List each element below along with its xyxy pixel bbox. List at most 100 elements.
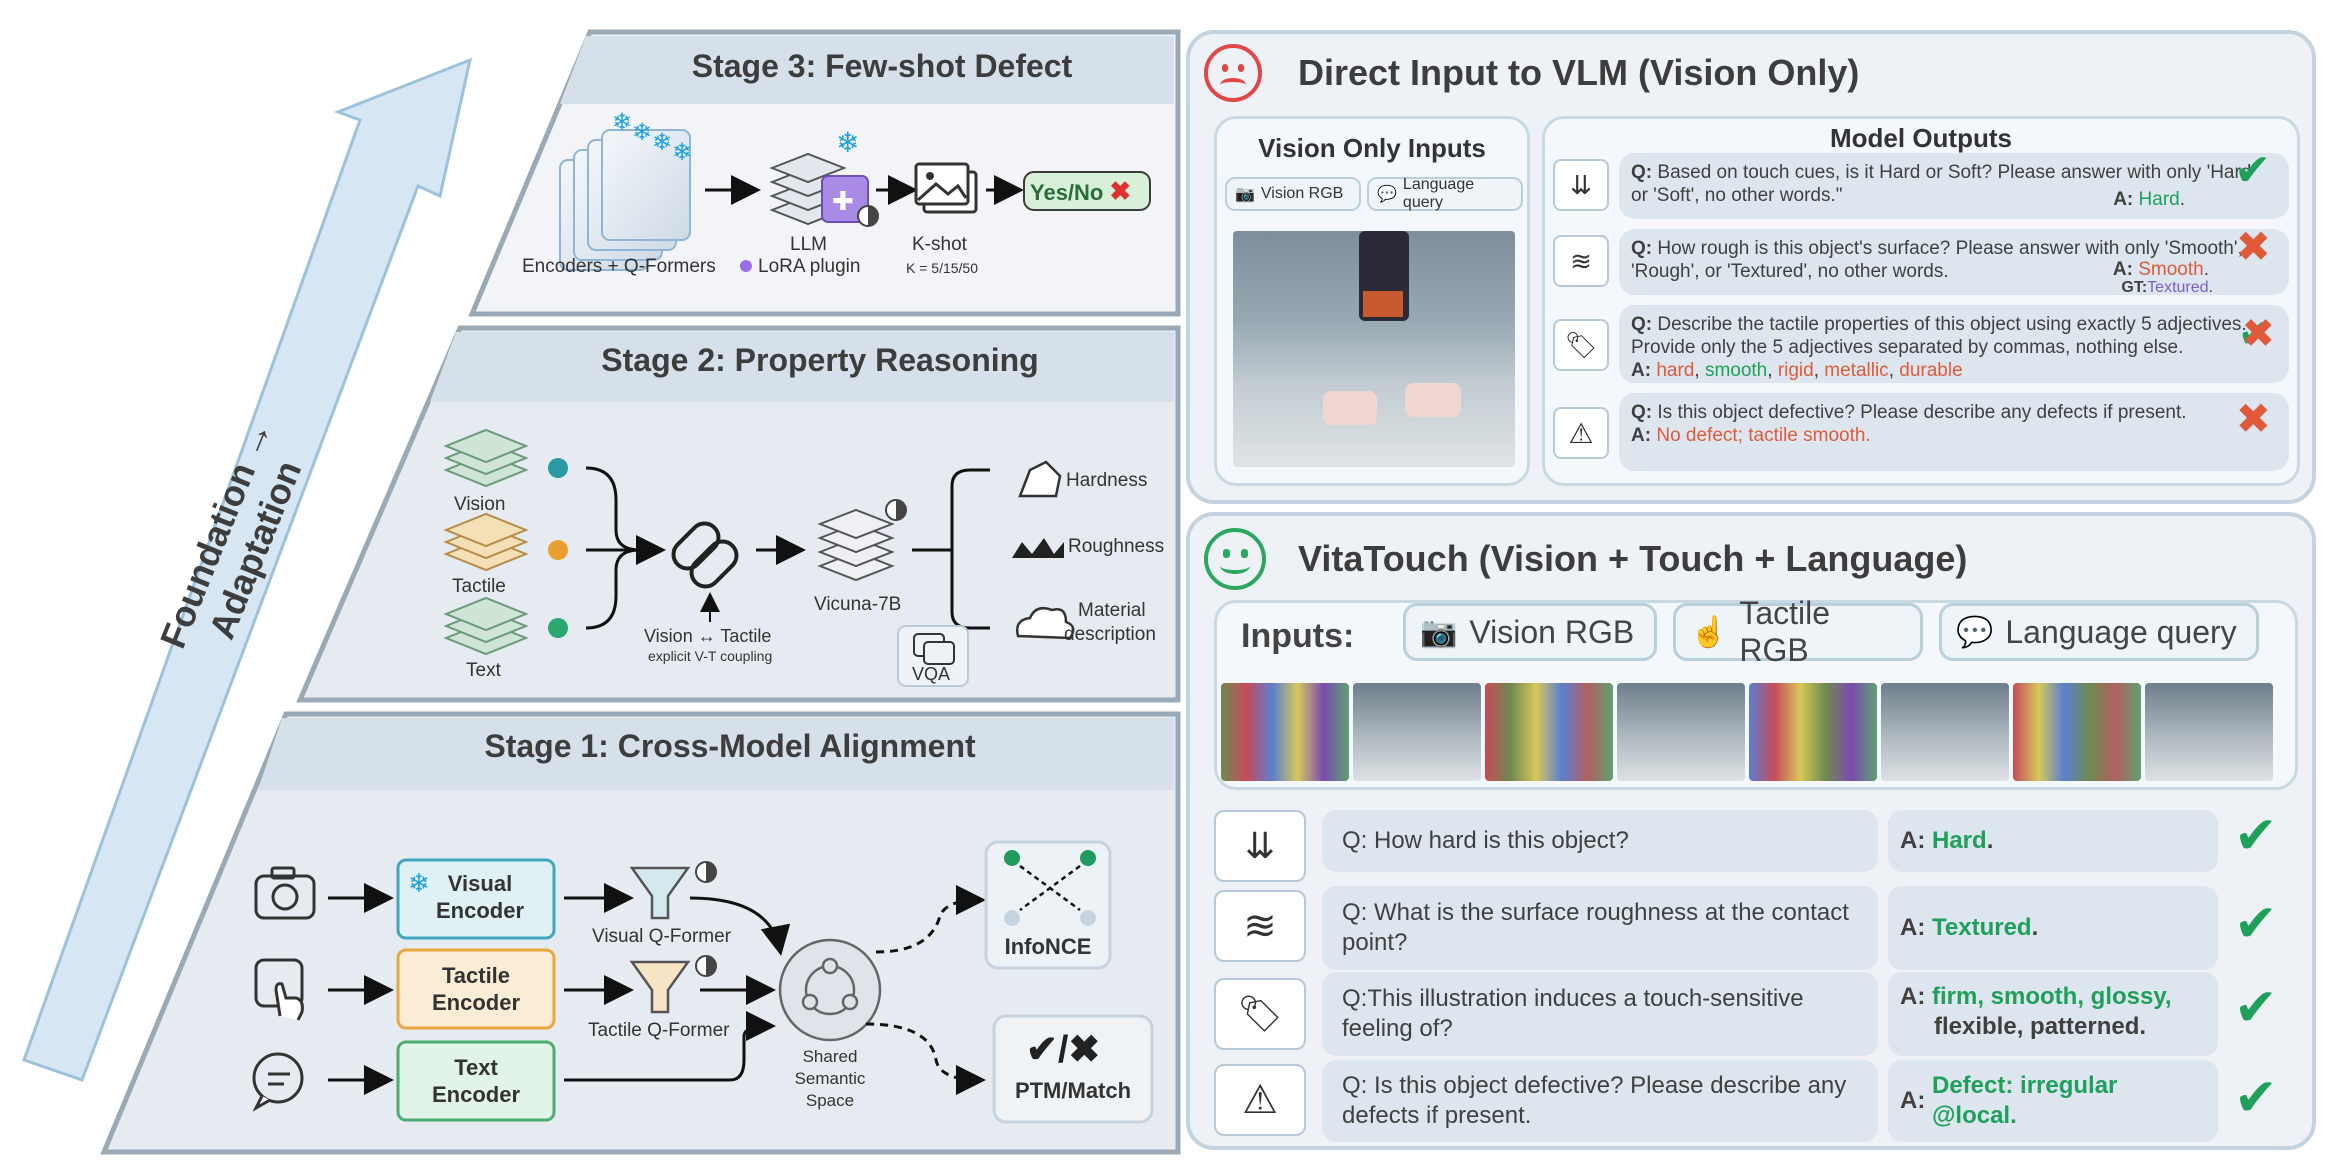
- tactile-funnel-icon: [629, 955, 717, 1014]
- ptm-box: [992, 1014, 1154, 1124]
- answer-end: .: [2031, 914, 2039, 941]
- check-cross-icon: ✔/✖: [1026, 1029, 1100, 1071]
- svg-text:❄: ❄: [612, 109, 632, 136]
- stage2-title: Stage 2: Property Reasoning: [601, 342, 1039, 378]
- lora-label: LoRA plugin: [740, 256, 860, 278]
- answer: A: Smooth.: [2113, 258, 2209, 281]
- vision-rgb-chip: 📷Vision RGB: [1225, 177, 1361, 211]
- lora-label-text: LoRA plugin: [758, 256, 861, 277]
- answer: A: No defect; tactile smooth.: [1631, 424, 2277, 447]
- text-encoder-line2: Encoder: [431, 1082, 521, 1107]
- warning-icon: ⚠: [1214, 1064, 1306, 1136]
- infonce-label: InfoNCE: [1004, 934, 1092, 959]
- tactile-image-3: [1749, 683, 1877, 781]
- shared-line2: Semantic: [794, 1069, 866, 1088]
- question: Is this object defective? Please describ…: [1657, 402, 2187, 423]
- answer-word: Hard: [2138, 189, 2180, 210]
- vlm-panel: Direct Input to VLM (Vision Only) Vision…: [1186, 30, 2316, 504]
- vqa-chat-icon: [913, 633, 955, 665]
- press-icon: ⇊: [1214, 810, 1306, 882]
- question: Based on touch cues, is it Hard or Soft?…: [1631, 162, 2255, 206]
- tactile-rgb-chip: ☝ Tactile RGB: [1673, 595, 1923, 668]
- tactile-qformer-label: Tactile Q-Former: [588, 1020, 730, 1041]
- inputs-box: Inputs: 📷Vision RGB ☝Tactile RGB 💬Langua…: [1214, 595, 2298, 790]
- a-prefix: A:: [1631, 425, 1652, 446]
- answer-text: No defect; tactile smooth.: [1656, 425, 1871, 446]
- vita-answer-2: A: Textured.: [1888, 886, 2218, 970]
- progress-arrow: [22, 57, 473, 1082]
- vision-inputs-box: Vision Only Inputs 📷Vision RGB 💬Language…: [1214, 116, 1530, 486]
- chat-bubble-icon: 💬: [1377, 186, 1397, 203]
- vita-question-4: Q: Is this object defective? Please desc…: [1322, 1060, 1878, 1142]
- touch-icon: [254, 958, 304, 1021]
- text-encoder-box: [396, 1040, 556, 1122]
- model-outputs-title: Model Outputs: [1830, 123, 2012, 153]
- stage1-block: [100, 711, 1181, 1155]
- vision-inputs-title: Vision Only Inputs: [1258, 133, 1486, 163]
- text-layers-icon: [443, 596, 529, 656]
- ground-truth: GT:Textured.: [2121, 276, 2213, 299]
- check-icon: ✔: [2234, 146, 2271, 195]
- tactile-image-4: [2013, 683, 2141, 781]
- svg-text:❄: ❄: [836, 127, 859, 158]
- tag-icon: 🏷: [1553, 319, 1609, 371]
- answer-end: .: [2179, 189, 2185, 210]
- tactile-rgb-label: Tactile RGB: [1739, 595, 1831, 668]
- question: Describe the tactile properties of this …: [1631, 314, 2247, 358]
- svg-text:❄: ❄: [632, 119, 652, 146]
- camera-icon: [254, 866, 316, 920]
- gt-end: .: [2208, 279, 2213, 296]
- link-icon: [671, 521, 739, 589]
- vitatouch-title: VitaTouch (Vision + Touch + Language): [1298, 538, 1968, 579]
- answer-word: Smooth: [2138, 259, 2204, 280]
- roughness-icon: [1012, 538, 1064, 558]
- language-query-chip: 💬Language query: [1367, 176, 1523, 211]
- answer-word: Hard: [1932, 827, 1987, 854]
- waves-icon: ≋: [1553, 235, 1609, 287]
- material-cloud-icon: [1016, 607, 1075, 640]
- kshot-images-icon: [914, 162, 978, 214]
- cross-icon: ✖: [2235, 223, 2271, 270]
- vision-image-1: [1353, 683, 1481, 781]
- hardness-label: Hardness: [1066, 470, 1148, 491]
- answer: A: hard, smooth, rigid, metallic, durabl…: [1631, 360, 1963, 381]
- visual-encoder-box: [396, 858, 556, 940]
- fingerprint-icon: ☝: [1690, 615, 1728, 649]
- gt-prefix: GT:: [2121, 279, 2148, 296]
- a-prefix: A:: [1900, 983, 1926, 1010]
- answer-words-line2: flexible, patterned.: [1934, 1013, 2147, 1040]
- a-prefix: A:: [2112, 259, 2133, 280]
- chat-bubble-icon: 💬: [1956, 615, 1994, 649]
- warning-icon: ⚠: [1553, 407, 1609, 459]
- text-encoder-line1: Text: [454, 1055, 498, 1080]
- coupling-label: Vision ↔ Tactile: [644, 626, 772, 646]
- q-prefix: Q:: [1631, 162, 1653, 183]
- coupling-sub: explicit V-T coupling: [648, 648, 773, 664]
- tag-icon: 🏷: [1214, 978, 1306, 1050]
- check-icon: ✔: [2234, 807, 2278, 865]
- vlm-row-3: Q: Describe the tactile properties of th…: [1619, 305, 2289, 383]
- kshot-label: K-shot: [912, 234, 967, 255]
- camera-icon: 📷: [1235, 186, 1255, 203]
- tactile-encoder-line1: Tactile: [441, 963, 511, 988]
- visual-qformer-label: Visual Q-Former: [592, 926, 732, 947]
- tactile-image-2: [1485, 683, 1613, 781]
- vlm-row-1: Q: Based on touch cues, is it Hard or So…: [1619, 146, 2289, 219]
- gt-word: Textured: [2147, 279, 2209, 296]
- yes-no-output: Yes/No✖: [1030, 176, 1131, 207]
- tactile-label: Tactile: [452, 576, 506, 597]
- llm-label: LLM: [790, 234, 827, 255]
- tactile-layers-icon: [443, 512, 529, 572]
- stage2-block: [296, 325, 1181, 703]
- shared-line3: Space: [805, 1091, 855, 1110]
- svg-text:❄: ❄: [672, 139, 692, 166]
- cross-icon: ✖: [2235, 395, 2271, 442]
- vision-image-2: [1617, 683, 1745, 781]
- vision-rgb-label: Vision RGB: [1469, 613, 1635, 650]
- inputs-label: Inputs:: [1241, 617, 1355, 655]
- vita-answer-4: A: Defect: irregular @local.: [1888, 1060, 2218, 1142]
- ptm-label: PTM/Match: [1014, 1078, 1132, 1103]
- encoders-label: Encoders + Q-Formers: [522, 256, 716, 277]
